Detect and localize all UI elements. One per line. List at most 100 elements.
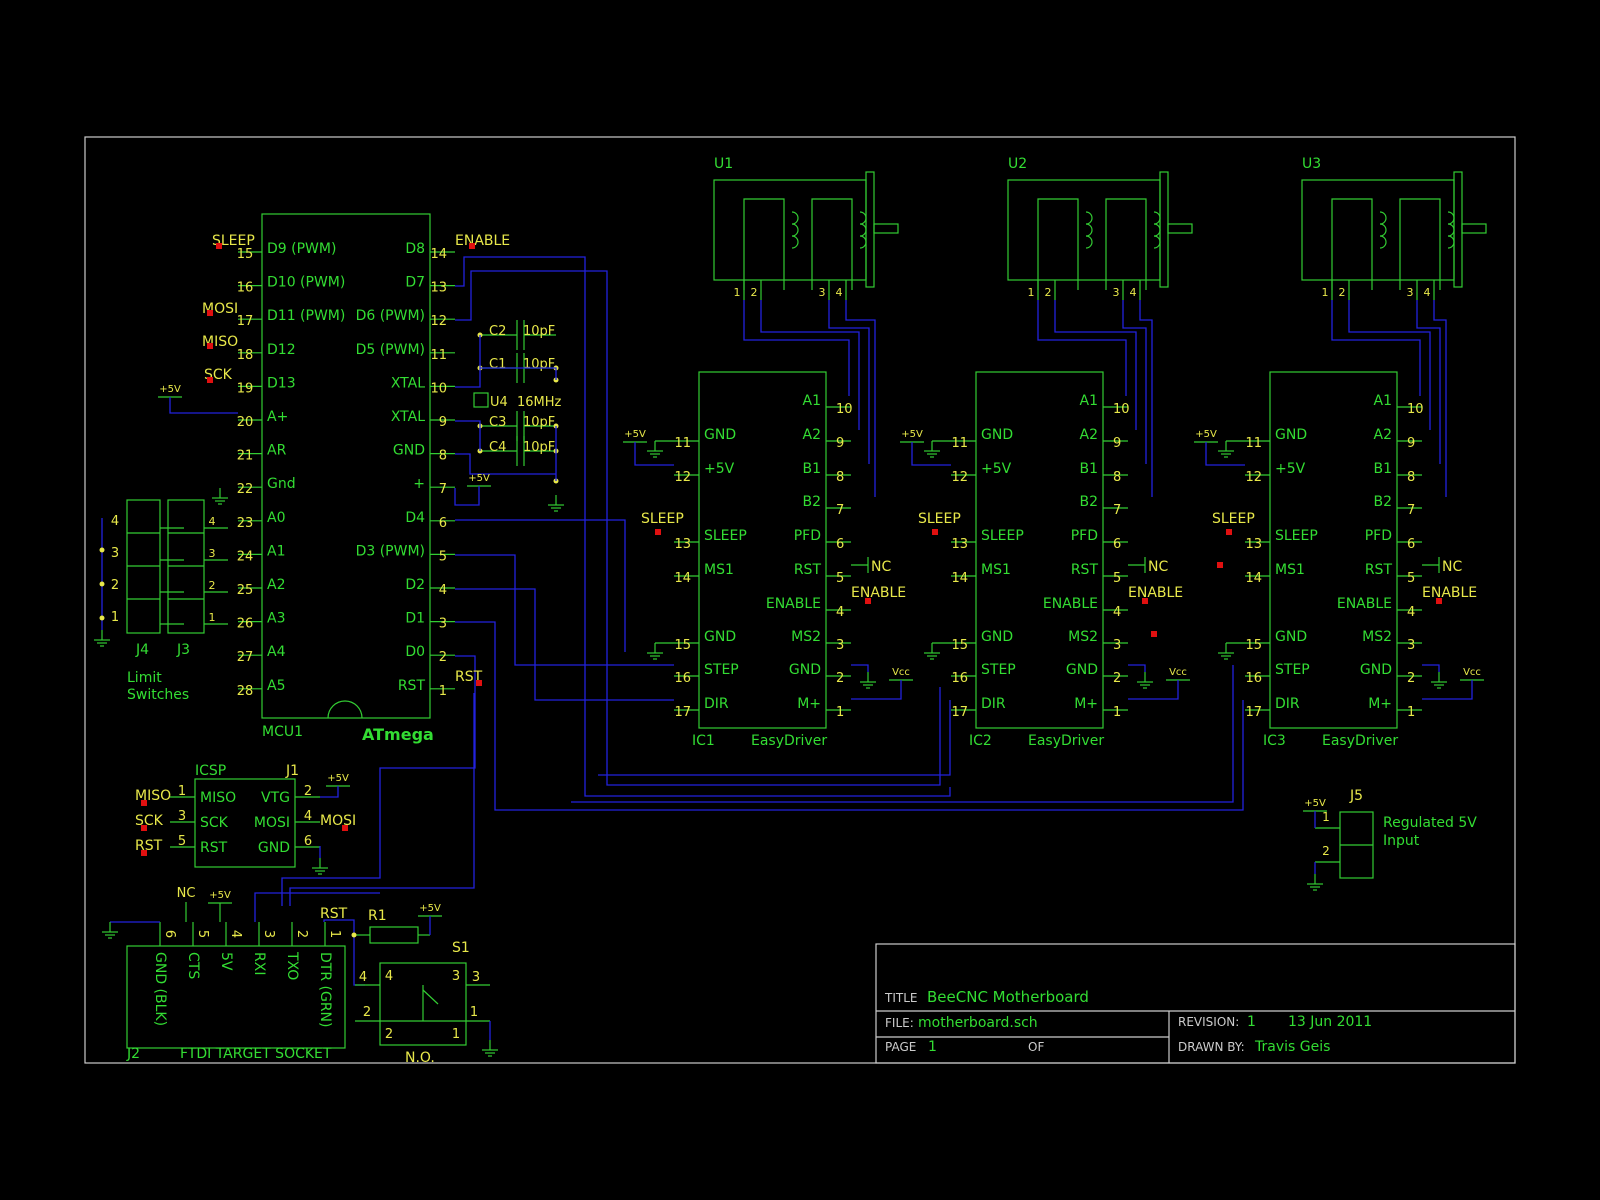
- wire: [455, 420, 481, 451]
- icsp-pin-number: 1: [178, 784, 186, 799]
- icsp-pin-name: GND: [258, 840, 290, 856]
- motor-ref: U2: [1008, 156, 1027, 172]
- motor-pin-number: 2: [751, 286, 758, 299]
- mcu-pin-number: 6: [439, 516, 447, 531]
- wire: [455, 368, 481, 388]
- wire: [743, 300, 850, 396]
- switch-pin-number: 2: [363, 1005, 371, 1020]
- net-label-enable: ENABLE: [1128, 585, 1183, 601]
- icsp-pin-name: VTG: [261, 790, 290, 806]
- motor-body: [1007, 179, 1161, 281]
- driver-pin-number: 2: [1407, 671, 1415, 686]
- driver-body: [975, 371, 1104, 729]
- coil-turn: [1153, 211, 1161, 225]
- motor-shaft: [1461, 223, 1487, 234]
- supply-label-5v: +5V: [209, 890, 231, 901]
- drawn-by-name: Travis Geis: [1254, 1039, 1330, 1055]
- mcu-pin-name: D10 (PWM): [267, 275, 345, 291]
- mcu-pin-number: 13: [430, 281, 447, 296]
- ftdi-pin-number: 1: [327, 930, 342, 938]
- connector-pin-number: 3: [209, 547, 216, 560]
- driver-pin-name: GND: [981, 629, 1013, 645]
- wire: [851, 664, 869, 672]
- driver-pin-name: +5V: [981, 461, 1012, 477]
- driver-pin-number: 14: [951, 571, 968, 586]
- wire: [1122, 300, 1147, 464]
- wire: [1205, 442, 1245, 466]
- easydriver-modules: 11GND12+5V13SLEEP14MS115GND16STEP17DIR10…: [623, 300, 1484, 749]
- driver-pin-name: GND: [704, 629, 736, 645]
- driver-ref: IC2: [969, 733, 992, 749]
- mcu-pin-name: D2: [405, 577, 425, 593]
- coil-turn: [1085, 223, 1093, 237]
- net-marker: [865, 598, 871, 604]
- title-text: BeeCNC Motherboard: [927, 988, 1089, 1006]
- mcu-pin-name: Gnd: [267, 476, 296, 492]
- of-label: OF: [1028, 1040, 1044, 1054]
- wire: [455, 621, 1244, 811]
- wire: [169, 397, 238, 414]
- resistor-body: [369, 926, 419, 944]
- cap-value: 10pF: [523, 324, 555, 339]
- driver-pin-number: 14: [674, 571, 691, 586]
- driver-ref: IC3: [1263, 733, 1286, 749]
- icsp-pin-name: RST: [200, 840, 228, 856]
- driver-pin-number: 7: [836, 503, 844, 518]
- driver-ref: IC1: [692, 733, 715, 749]
- motor-shaft: [873, 223, 899, 234]
- mcu-pin-number: 24: [237, 549, 254, 564]
- net-label-nc: NC: [871, 559, 891, 575]
- net-label-nc: NC: [177, 886, 196, 901]
- driver-value: EasyDriver: [1028, 733, 1104, 749]
- ftdi-pin-number: 6: [162, 930, 177, 938]
- ftdi-pin-number: 3: [261, 930, 276, 938]
- coil-winding: [1105, 198, 1147, 290]
- mcu-pin-number: 4: [439, 583, 447, 598]
- coil-turn: [859, 235, 867, 249]
- mcu-pin-name: D0: [405, 644, 425, 660]
- driver-pin-name: B2: [1079, 494, 1098, 510]
- driver-pin-name: B1: [802, 461, 821, 477]
- driver-pin-number: 11: [951, 436, 968, 451]
- net-marker: [1217, 562, 1223, 568]
- driver-pin-number: 6: [836, 537, 844, 552]
- connector-ref: J3: [176, 642, 190, 658]
- driver-pin-number: 12: [674, 470, 691, 485]
- driver-pin-number: 15: [951, 638, 968, 653]
- mcu-pin-name: D1: [405, 611, 425, 627]
- mcu-pin-name: D8: [405, 241, 425, 257]
- icsp-ref: J1: [285, 763, 299, 779]
- ftdi-pin-number: 5: [195, 930, 210, 938]
- wire: [455, 588, 674, 701]
- driver-pin-number: 10: [1113, 402, 1130, 417]
- page-number: 1: [928, 1039, 937, 1055]
- driver-pin-number: 3: [1113, 638, 1121, 653]
- mcu-pin-name: D7: [405, 275, 425, 291]
- coil-winding: [1037, 198, 1079, 290]
- revision-date: 13 Jun 2011: [1288, 1014, 1372, 1030]
- driver-pin-number: 5: [1113, 571, 1121, 586]
- motor-ref: U1: [714, 156, 733, 172]
- mcu-pin-number: 9: [439, 415, 447, 430]
- driver-pin-number: 13: [1245, 537, 1262, 552]
- mcu-pin-name: A5: [267, 678, 285, 694]
- net-label-nc: NC: [1442, 559, 1462, 575]
- title-block: TITLE BeeCNC Motherboard FILE: motherboa…: [875, 943, 1516, 1064]
- driver-pin-name: MS1: [1275, 562, 1305, 578]
- supply-label-5v: +5V: [1195, 429, 1217, 440]
- connector-pin-number: 2: [1322, 844, 1330, 858]
- coil-turn: [1085, 211, 1093, 225]
- icsp-pin-name: MISO: [200, 790, 236, 806]
- driver-pin-name: GND: [704, 427, 736, 443]
- wire: [571, 665, 1234, 803]
- driver-pin-name: GND: [789, 662, 821, 678]
- mcu-pin-number: 22: [237, 482, 254, 497]
- driver-pin-name: STEP: [1275, 662, 1310, 678]
- wire: [760, 300, 860, 430]
- mcu-pin-number: 23: [237, 516, 254, 531]
- net-marker: [141, 825, 147, 831]
- crystal-body: [473, 392, 489, 408]
